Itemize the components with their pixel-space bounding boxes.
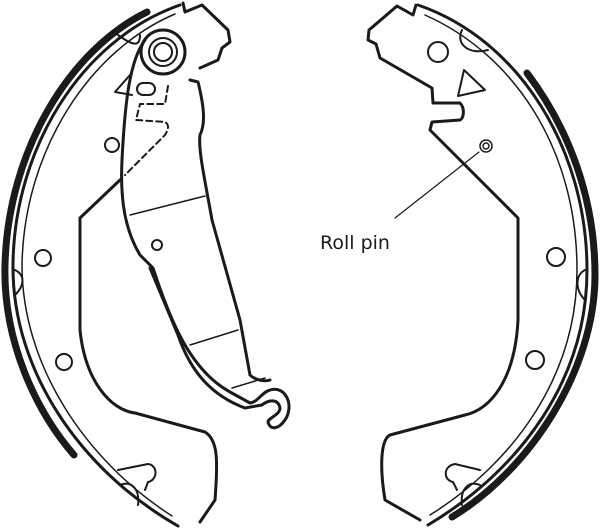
left-shoe-notch-bottom [119,482,140,506]
left-shoe-rim-outer [11,3,182,528]
lever-pivot-outer [139,28,187,76]
left-shoe-hole [55,353,73,371]
left-shoe-web [78,1,232,524]
right-shoe-web [366,3,520,522]
right-shoe-hole [546,247,566,267]
left-shoe-notch-mid [14,269,24,296]
right-shoe-notch-mid [576,269,586,301]
lever-pivot-mid [148,37,178,67]
lever-slot [136,82,156,96]
left-shoe-lining [1,8,151,459]
lever-tab [114,74,133,96]
parking-brake-lever [114,28,291,430]
roll-pin-leader-line [394,151,480,219]
right-shoe-lining [448,69,599,521]
right-shoe-hole [427,41,449,63]
left-brake-shoe [1,1,232,528]
roll-pin-inner [482,142,490,150]
right-shoe-rim-inner [424,14,578,516]
lever-pivot-inner [153,42,173,62]
left-shoe-hole [34,249,52,267]
right-brake-shoe [366,3,599,527]
lever-hole [151,239,163,251]
lever-hidden-lines [124,85,169,176]
roll-pin-label: Roll pin [320,232,390,254]
right-shoe-rim-outer [416,3,589,527]
lever-section-line [129,195,266,389]
right-shoe-slot-bottom [444,463,481,491]
left-shoe-rim-inner [21,13,176,517]
lever-outline [120,38,291,430]
left-shoe-slot-bottom [117,463,157,491]
left-shoe-notch-top [117,34,141,45]
right-shoe-notch-bottom [460,482,481,506]
left-shoe-hole [104,137,120,153]
roll-pin-outer [479,139,493,153]
right-shoe-triangle-mark [457,69,486,97]
right-shoe-hole [525,350,545,370]
right-shoe-notch-top [459,29,489,53]
